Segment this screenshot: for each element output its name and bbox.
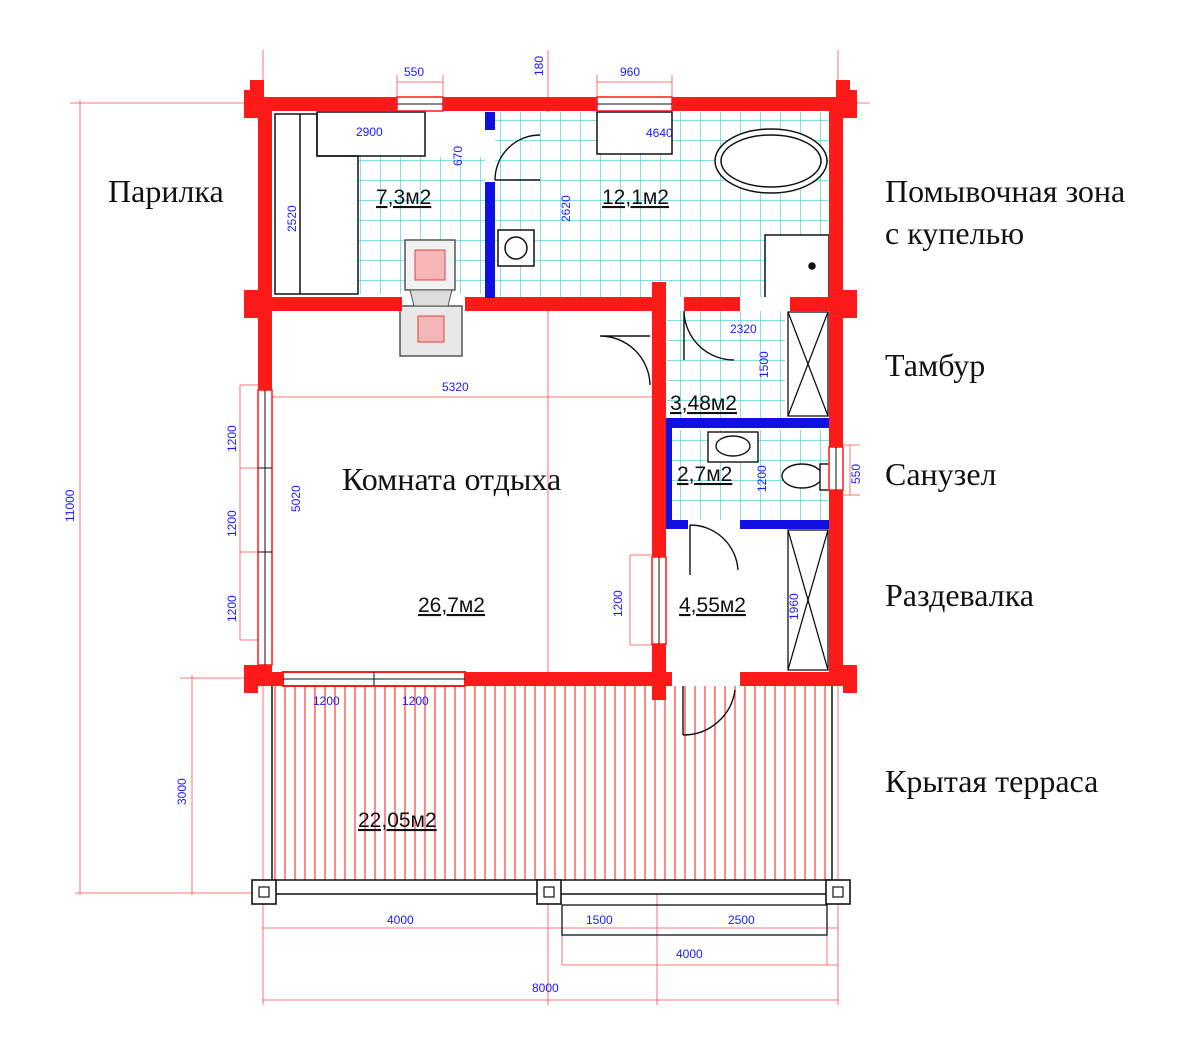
plunge-tub-outer xyxy=(714,128,828,194)
dim-bottom-4000-right: 4000 xyxy=(676,947,703,961)
doors xyxy=(494,134,739,736)
dim-total-width: 8000 xyxy=(532,981,559,995)
label-wash-zone-1: Помывочная зона xyxy=(885,173,1126,209)
steam-benches xyxy=(274,111,426,295)
dim-wash-height: 2620 xyxy=(559,195,573,222)
dim-bottom-4000-left: 4000 xyxy=(387,913,414,927)
wall-bottom-mid xyxy=(465,672,850,686)
post-mid xyxy=(536,879,562,905)
partition-tambur-wc xyxy=(666,418,829,428)
partition-steam xyxy=(485,112,495,130)
dim-bottom-1500: 1500 xyxy=(586,913,613,927)
wall-top xyxy=(250,97,850,111)
label-wc: Санузел xyxy=(885,456,997,492)
dim-tambur-width: 2320 xyxy=(730,322,757,336)
dim-steam-height: 2520 xyxy=(285,205,299,232)
area-terrace: 22,05м2 xyxy=(358,809,437,832)
door-rest xyxy=(599,335,651,386)
dim-terrace-depth: 3000 xyxy=(175,778,189,805)
door-wc xyxy=(689,524,739,575)
door-tambur xyxy=(683,309,735,361)
terrace-step xyxy=(561,904,828,936)
area-steam: 7,3м2 xyxy=(376,186,431,209)
partition-wc-dressing xyxy=(666,520,688,529)
area-wash: 12,1м2 xyxy=(602,186,669,209)
bucket-icon xyxy=(504,236,528,260)
door-terrace xyxy=(682,685,736,736)
dim-left-win-3: 1200 xyxy=(225,595,239,622)
dim-terrace-win-1: 1200 xyxy=(313,694,340,708)
wall-mid xyxy=(250,297,402,311)
dim-top-180: 180 xyxy=(532,56,546,76)
dim-tambur-height: 1500 xyxy=(757,351,771,378)
wall-left-upper xyxy=(258,97,272,312)
label-rest-room: Комната отдыха xyxy=(342,461,562,497)
dim-wc-window: 1200 xyxy=(755,465,769,492)
dim-wash-width: 4640 xyxy=(646,126,673,140)
dim-rest-width: 5320 xyxy=(442,380,469,394)
sauna-stove xyxy=(399,239,463,357)
partition-wc-dressing-2 xyxy=(740,520,829,529)
label-wash-zone-2: с купелью xyxy=(885,215,1025,251)
wall-right-lower xyxy=(829,490,843,685)
dim-win-top-right: 960 xyxy=(620,65,640,79)
dim-steam-width: 2900 xyxy=(356,125,383,139)
post-left xyxy=(251,879,277,905)
bench-lower xyxy=(274,113,359,295)
bucket-stand xyxy=(497,229,535,267)
stove-door xyxy=(417,315,445,343)
stove-firebox xyxy=(414,249,446,281)
room-fills xyxy=(272,112,832,885)
label-tambur: Тамбур xyxy=(885,347,986,383)
area-tambur: 3,48м2 xyxy=(670,392,737,415)
window-mullions xyxy=(258,103,837,686)
partitions xyxy=(485,112,829,529)
label-dressing: Раздевалка xyxy=(885,577,1034,613)
area-wc: 2,7м2 xyxy=(677,463,732,486)
door-steam xyxy=(494,134,541,181)
dim-steam-670: 670 xyxy=(451,146,465,166)
dim-rest-height: 5020 xyxy=(289,485,303,512)
dim-inner-window: 1200 xyxy=(611,590,625,617)
dim-bottom-2500: 2500 xyxy=(728,913,755,927)
toilet-icon xyxy=(781,463,823,489)
dim-total-height: 11000 xyxy=(63,489,77,522)
wall-bottom-left xyxy=(250,672,285,686)
dim-dressing-height: 1960 xyxy=(787,593,801,620)
shower-tray xyxy=(764,234,830,299)
dim-terrace-win-2: 1200 xyxy=(402,694,429,708)
dim-left-win-1: 1200 xyxy=(225,425,239,452)
terrace-deck xyxy=(272,685,832,885)
dim-left-win-2: 1200 xyxy=(225,510,239,537)
label-terrace: Крытая терраса xyxy=(885,763,1099,799)
wc-fixtures xyxy=(707,431,831,491)
terrace-posts xyxy=(251,686,851,936)
wash-fixtures xyxy=(497,111,830,299)
shower-head-icon xyxy=(808,262,816,270)
plunge-tub-inner xyxy=(720,134,822,188)
wall-right-upper xyxy=(829,97,843,447)
dim-wc-550: 550 xyxy=(849,464,863,484)
bench-wash xyxy=(596,111,673,155)
area-rest: 26,7м2 xyxy=(418,594,485,617)
sink-icon xyxy=(715,435,751,457)
partition-wc-left xyxy=(666,428,672,520)
area-dressing: 4,55м2 xyxy=(679,594,746,617)
wardrobes xyxy=(787,311,829,671)
dim-win-top-left: 550 xyxy=(404,65,424,79)
stove-chute xyxy=(409,289,453,307)
partition-steam-2 xyxy=(485,182,495,298)
post-right xyxy=(825,879,851,905)
label-steam-room: Парилка xyxy=(108,173,224,209)
